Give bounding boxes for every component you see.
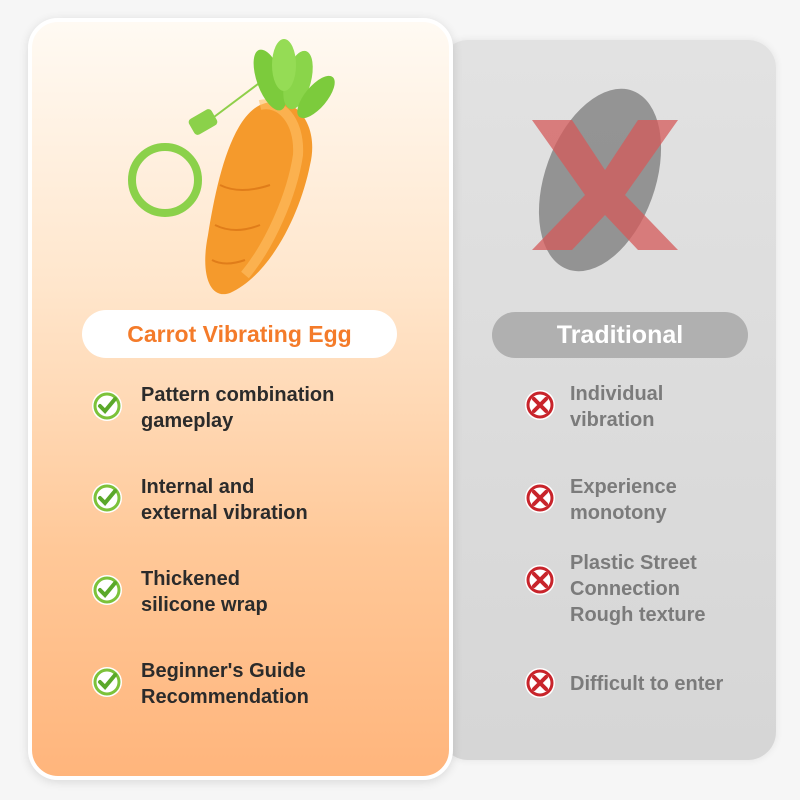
feature-item: Internal and external vibration [91,474,308,526]
x-circle-icon [525,565,555,595]
product-title-pill: Carrot Vibrating Egg [82,310,397,358]
feature-item: Beginner's Guide Recommendation [91,658,309,710]
check-circle-icon [92,667,122,697]
product-title: Carrot Vibrating Egg [127,320,352,347]
drawback-text: Plastic Street Connection Rough texture [570,552,706,626]
traditional-title: Traditional [556,320,684,349]
x-mark-icon [532,120,678,250]
check-circle-icon [92,483,122,513]
drawback-item: Individual vibration [524,381,663,433]
feature-item: Thickened silicone wrap [91,566,268,618]
feature-text: Internal and external vibration [141,476,308,524]
traditional-product-image [532,88,678,272]
drawback-item: Plastic Street Connection Rough texture [524,550,706,628]
feature-text: Pattern combination gameplay [141,384,335,432]
x-circle-icon [525,668,555,698]
check-circle-icon [92,391,122,421]
x-circle-icon [525,483,555,513]
feature-text: Beginner's Guide Recommendation [141,660,309,708]
drawback-item: Experience monotony [524,474,677,526]
feature-text: Thickened silicone wrap [141,568,268,616]
drawback-text: Experience monotony [570,476,677,524]
carrot-product-image [128,39,335,295]
feature-item: Pattern combination gameplay [91,382,334,434]
x-circle-icon [525,390,555,420]
drawback-item: Difficult to enter [524,663,723,699]
traditional-title-pill: Traditional [492,312,748,358]
check-circle-icon [92,575,122,605]
drawback-text: Individual vibration [570,383,664,431]
drawback-text: Difficult to enter [570,673,724,695]
